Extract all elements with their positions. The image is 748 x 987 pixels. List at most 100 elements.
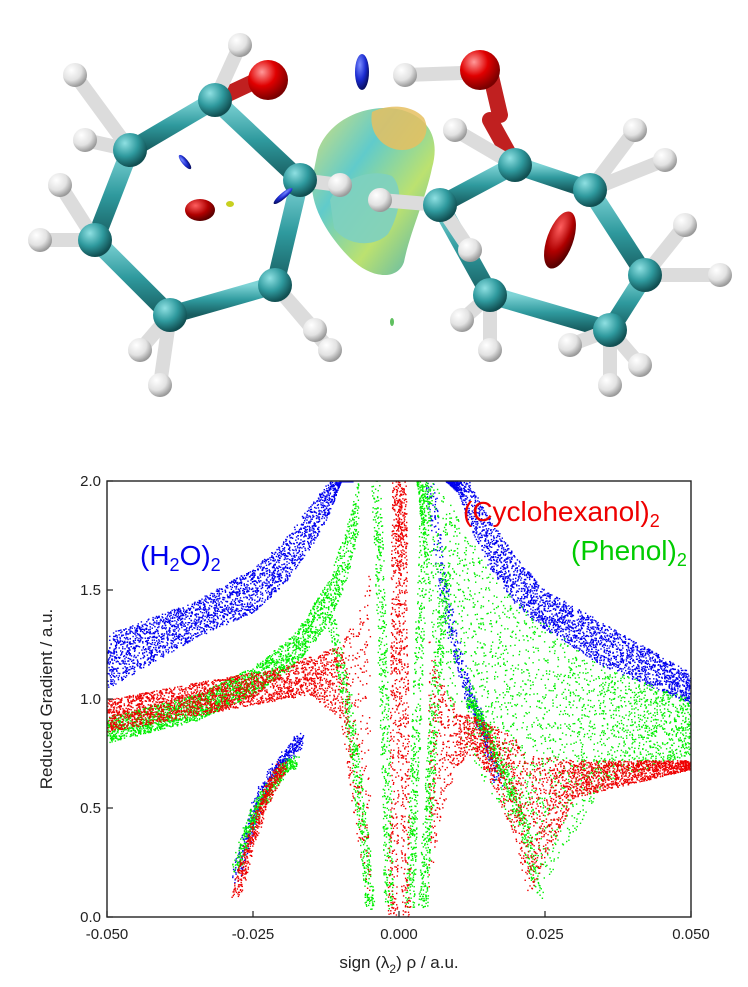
point	[214, 621, 216, 623]
point	[298, 547, 301, 549]
point	[306, 528, 308, 531]
point	[147, 658, 149, 660]
point	[600, 637, 603, 640]
point	[118, 675, 120, 677]
point	[298, 530, 300, 532]
point	[676, 685, 678, 687]
point	[655, 674, 657, 677]
point	[534, 593, 536, 595]
point	[678, 672, 680, 674]
point	[483, 534, 485, 536]
point	[559, 611, 561, 614]
point	[512, 564, 514, 567]
point	[573, 636, 575, 638]
point	[204, 625, 206, 628]
point	[149, 648, 151, 650]
point	[596, 659, 598, 661]
point	[678, 671, 680, 673]
point	[659, 681, 661, 684]
point	[240, 616, 242, 618]
point	[222, 615, 224, 617]
point	[602, 623, 604, 625]
point	[273, 575, 275, 577]
point	[590, 635, 592, 637]
point	[313, 522, 316, 524]
point	[204, 605, 206, 608]
point	[688, 696, 691, 698]
point	[636, 652, 638, 655]
point	[266, 587, 269, 590]
point	[313, 523, 315, 525]
point	[497, 540, 499, 542]
point	[663, 673, 665, 675]
point	[146, 659, 149, 661]
point	[579, 648, 581, 650]
point	[118, 656, 120, 659]
point	[480, 521, 482, 523]
point	[479, 536, 481, 539]
point	[619, 655, 622, 658]
point	[287, 552, 289, 554]
point	[564, 609, 567, 612]
point	[212, 620, 215, 623]
point	[548, 600, 550, 603]
point	[177, 630, 180, 632]
point	[213, 615, 215, 617]
point	[570, 615, 572, 617]
point	[265, 584, 267, 587]
point	[326, 514, 328, 517]
point	[115, 675, 118, 677]
point	[517, 580, 519, 582]
point	[295, 567, 297, 570]
point	[183, 644, 185, 646]
point	[205, 624, 207, 626]
point	[475, 538, 478, 541]
point	[212, 595, 214, 598]
point	[129, 626, 131, 628]
point	[234, 586, 236, 588]
point	[506, 549, 509, 551]
point	[503, 560, 505, 562]
point	[595, 637, 597, 640]
point	[256, 589, 259, 592]
point	[273, 557, 275, 560]
point	[128, 653, 130, 655]
point	[515, 567, 517, 570]
point	[269, 571, 271, 573]
point	[602, 664, 604, 667]
point	[263, 567, 265, 569]
point	[130, 646, 132, 648]
point	[200, 620, 203, 623]
point	[603, 638, 606, 641]
point	[318, 526, 320, 529]
point	[208, 598, 210, 600]
point	[543, 627, 546, 629]
point	[185, 610, 187, 613]
point	[542, 599, 544, 601]
point	[139, 667, 141, 669]
point	[636, 678, 639, 680]
point	[670, 670, 672, 672]
point	[542, 594, 544, 597]
point	[466, 505, 469, 507]
point	[145, 651, 148, 653]
point	[502, 552, 505, 555]
point	[282, 543, 285, 545]
point	[613, 665, 615, 667]
point	[651, 652, 653, 654]
point	[579, 632, 581, 635]
point	[561, 622, 564, 624]
point	[131, 627, 133, 629]
point	[140, 657, 142, 660]
point	[253, 572, 255, 574]
point	[136, 629, 138, 631]
point	[133, 656, 135, 658]
point	[658, 688, 660, 691]
point	[173, 630, 175, 633]
point	[688, 690, 690, 692]
point	[573, 623, 576, 625]
point	[116, 670, 118, 672]
point	[500, 575, 503, 578]
point	[506, 588, 508, 590]
point	[180, 609, 182, 612]
